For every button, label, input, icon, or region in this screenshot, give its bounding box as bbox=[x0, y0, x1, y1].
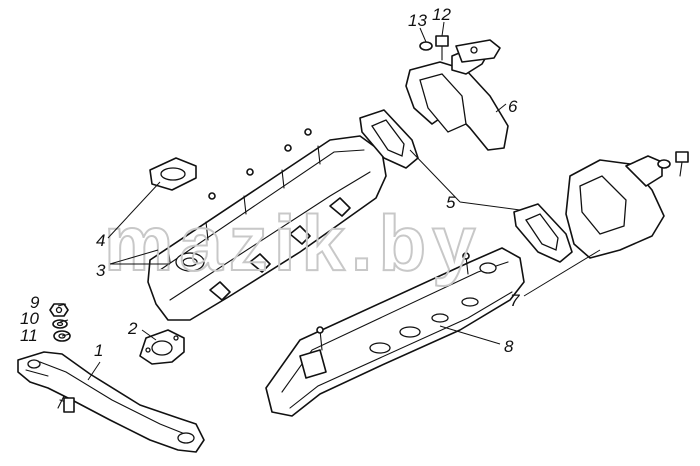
callout-10: 10 bbox=[20, 309, 39, 328]
callout-5: 5 bbox=[446, 193, 456, 212]
callout-12: 12 bbox=[432, 5, 451, 24]
part-4-gasket bbox=[149, 157, 197, 191]
part-1-crossover-pipe bbox=[17, 351, 205, 453]
callout-6: 6 bbox=[508, 97, 518, 116]
callout-4: 4 bbox=[96, 231, 105, 250]
callout-13: 13 bbox=[408, 11, 427, 30]
part-6-exhaust-elbow bbox=[405, 39, 509, 151]
watermark-text: mazik.by bbox=[104, 199, 481, 287]
callout-11: 11 bbox=[20, 326, 38, 345]
callout-2: 2 bbox=[127, 319, 138, 338]
callout-3: 3 bbox=[96, 261, 106, 280]
part-5-gasket-lower bbox=[513, 203, 573, 263]
callout-8: 8 bbox=[504, 337, 514, 356]
part-9-nut bbox=[49, 303, 69, 317]
callout-9: 9 bbox=[30, 293, 40, 312]
part-8-right-exhaust-manifold bbox=[265, 247, 525, 417]
part-5-gasket-upper bbox=[359, 109, 419, 169]
part-13-washer bbox=[419, 41, 433, 51]
callout-1: 1 bbox=[94, 341, 103, 360]
part-2-gasket bbox=[139, 329, 185, 365]
part-3-left-exhaust-manifold bbox=[147, 128, 387, 321]
part-12-bolt bbox=[435, 35, 449, 61]
leader-lines bbox=[57, 21, 601, 381]
callout-7: 7 bbox=[510, 291, 520, 310]
part-7-exhaust-elbow-right bbox=[565, 151, 689, 259]
part-10-washer bbox=[52, 319, 68, 329]
